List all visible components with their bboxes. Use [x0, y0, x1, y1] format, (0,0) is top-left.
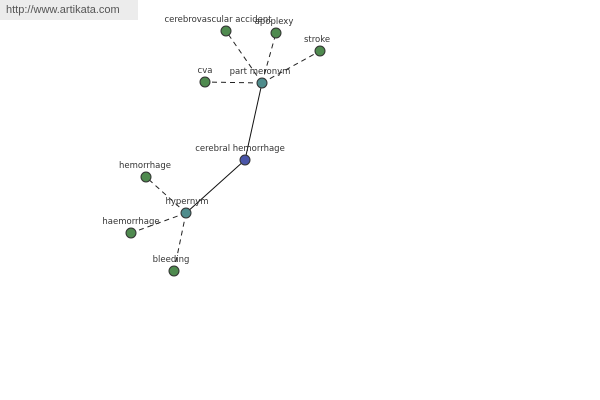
node-haemorrhage[interactable]: [125, 227, 137, 239]
node-label-cva[interactable]: cva: [198, 66, 213, 76]
node-label-cerebrovascular-accident[interactable]: cerebrovascular accident: [164, 15, 272, 25]
node-label-part-meronym[interactable]: part meronym: [230, 67, 291, 77]
node-part-meronym[interactable]: [256, 77, 268, 89]
edge-part-meronym-to-cerebrovascular-accident: [225, 30, 263, 84]
node-label-haemorrhage[interactable]: haemorrhage: [102, 217, 159, 227]
node-bleeding[interactable]: [168, 265, 180, 277]
url-banner: http://www.artikata.com: [0, 0, 138, 20]
edge-cerebral-hemorrhage-to-hypernym: [185, 159, 246, 214]
node-cva[interactable]: [199, 76, 211, 88]
edge-hypernym-to-haemorrhage: [130, 212, 187, 234]
edge-cerebral-hemorrhage-to-part-meronym: [244, 82, 263, 161]
edge-part-meronym-to-stroke: [261, 50, 321, 84]
node-cerebral-hemorrhage[interactable]: [239, 154, 251, 166]
node-hypernym[interactable]: [180, 207, 192, 219]
edge-hypernym-to-bleeding: [173, 212, 187, 272]
node-label-bleeding[interactable]: bleeding: [153, 255, 190, 265]
node-cerebrovascular-accident[interactable]: [220, 25, 232, 37]
node-label-hemorrhage[interactable]: hemorrhage: [119, 161, 171, 171]
edge-hypernym-to-hemorrhage: [145, 176, 187, 214]
node-label-hypernym[interactable]: hypernym: [165, 197, 208, 207]
edge-part-meronym-to-cva: [204, 81, 263, 84]
node-hemorrhage[interactable]: [140, 171, 152, 183]
node-apoplexy[interactable]: [270, 27, 282, 39]
site-url-link[interactable]: http://www.artikata.com: [6, 4, 120, 16]
node-stroke[interactable]: [314, 45, 326, 57]
node-label-stroke[interactable]: stroke: [304, 35, 330, 45]
node-label-cerebral-hemorrhage[interactable]: cerebral hemorrhage: [195, 144, 285, 154]
node-label-apoplexy[interactable]: apoplexy: [255, 17, 294, 27]
